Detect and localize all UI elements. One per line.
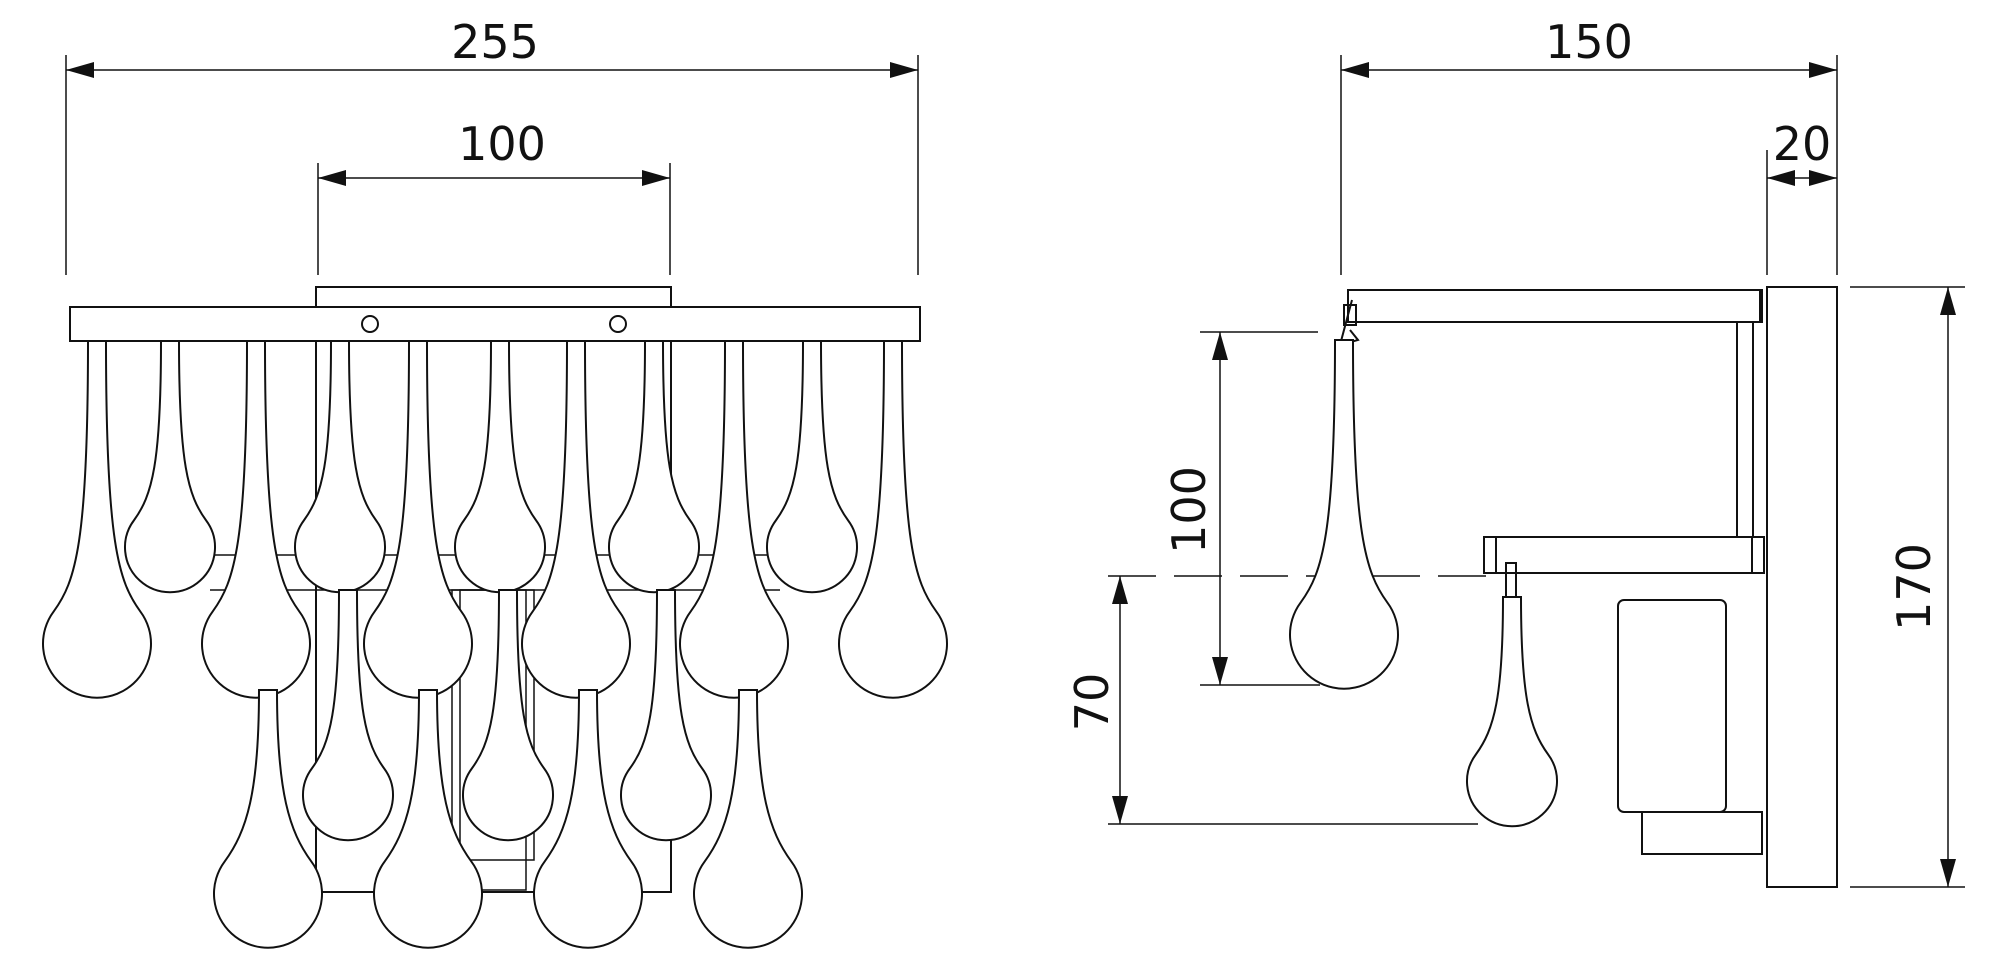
- crystal-droplet: [533, 689, 643, 949]
- crystal-droplet: [838, 340, 948, 699]
- lower-offset-dimension-label: 70: [1065, 673, 1119, 732]
- depth-dimension-label: 150: [1545, 15, 1633, 69]
- height-dimension-label: 170: [1887, 543, 1941, 631]
- arm-support: [1736, 321, 1754, 538]
- hook-clip: [1343, 304, 1357, 326]
- wall-plate: [1766, 286, 1838, 888]
- crystal-droplet: [363, 340, 473, 699]
- crystal-droplet: [201, 340, 311, 699]
- top-bar: [69, 306, 921, 342]
- crystal-droplet: [766, 340, 858, 594]
- crystal-droplet: [213, 689, 323, 949]
- crystal-droplet: [693, 689, 803, 949]
- lamp-socket: [1617, 599, 1727, 813]
- width-dimension: 255: [66, 15, 918, 78]
- height-dimension: 170: [1850, 286, 1965, 888]
- screw-hole: [609, 315, 627, 333]
- crystal-droplet: [454, 340, 546, 594]
- plate-depth-dimension: 20: [1767, 117, 1837, 186]
- mount-width-dimension: 100: [318, 117, 670, 186]
- crystal-droplet: [521, 340, 631, 699]
- plate-depth-dimension-label: 20: [1773, 117, 1832, 171]
- crystal-droplet: [1289, 339, 1399, 690]
- crystal-droplet: [608, 340, 700, 594]
- front-view: 255 100: [42, 15, 948, 949]
- lower-offset-dimension: 70: [1065, 575, 1490, 825]
- depth-dimension: 150: [1341, 15, 1837, 78]
- side-droplets: [1289, 339, 1558, 828]
- crystal-droplet: [42, 340, 152, 699]
- width-dimension-label: 255: [451, 15, 539, 69]
- screw-hole: [361, 315, 379, 333]
- upper-arm: [1347, 289, 1763, 323]
- crystal-droplet: [373, 689, 483, 949]
- drop-length-dimension: 100: [1162, 331, 1320, 686]
- crystal-droplet: [124, 340, 216, 594]
- lower-arm: [1483, 536, 1765, 574]
- crystal-droplet: [302, 589, 394, 842]
- side-view: 150 20 170 100: [1065, 15, 1965, 888]
- crystal-droplet: [679, 340, 789, 699]
- socket-base: [1641, 811, 1763, 855]
- crystal-droplet: [294, 340, 386, 594]
- front-droplets: [42, 340, 948, 949]
- crystal-droplet: [620, 589, 712, 842]
- drop-length-dimension-label: 100: [1162, 466, 1216, 554]
- crystal-droplet: [462, 589, 554, 842]
- crystal-droplet: [1466, 596, 1558, 828]
- mount-width-dimension-label: 100: [458, 117, 546, 171]
- lower-hook: [1505, 562, 1517, 600]
